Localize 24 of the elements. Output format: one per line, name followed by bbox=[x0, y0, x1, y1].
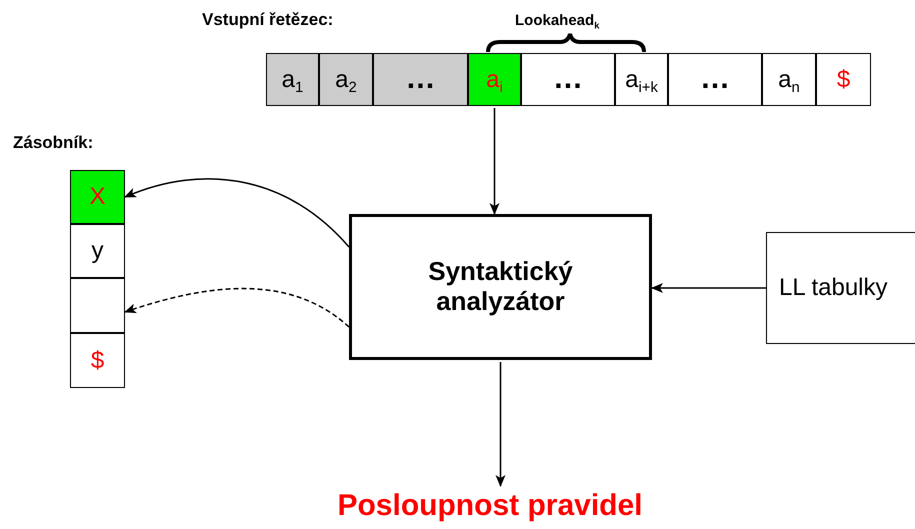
table-box: LL tabulky bbox=[766, 232, 915, 344]
stack-cell: $ bbox=[70, 333, 125, 388]
arrow bbox=[490, 108, 500, 215]
tape-cell: a$_{1}$ bbox=[266, 53, 319, 106]
lookahead-label: Lookahead$_{k}$ bbox=[515, 12, 600, 29]
arrow bbox=[651, 283, 766, 293]
stack-label: Zásobník: bbox=[13, 133, 94, 153]
stack-cell bbox=[70, 278, 125, 333]
tape-cell: a$_{n}$ bbox=[762, 53, 816, 106]
dashed-arrow bbox=[124, 288, 350, 328]
tape-cell: a$_{i+k}$ bbox=[615, 53, 668, 106]
tape-cell: $ bbox=[816, 53, 871, 106]
process-box: Syntaktický analyzátor bbox=[349, 214, 652, 360]
tape-cell: … bbox=[373, 53, 468, 106]
arrow bbox=[496, 362, 506, 487]
stack-cell: y bbox=[70, 224, 125, 278]
input-label: Vstupní řetězec: bbox=[202, 10, 334, 30]
tape-cell: a$_{i}$ bbox=[468, 53, 521, 106]
output-label: Posloupnost pravidel bbox=[320, 484, 660, 528]
tape-cell: … bbox=[521, 53, 615, 106]
stack-cell: X bbox=[70, 170, 125, 224]
arrow bbox=[124, 178, 350, 248]
tape-cell: … bbox=[668, 53, 762, 106]
tape-cell: a$_{2}$ bbox=[319, 53, 373, 106]
